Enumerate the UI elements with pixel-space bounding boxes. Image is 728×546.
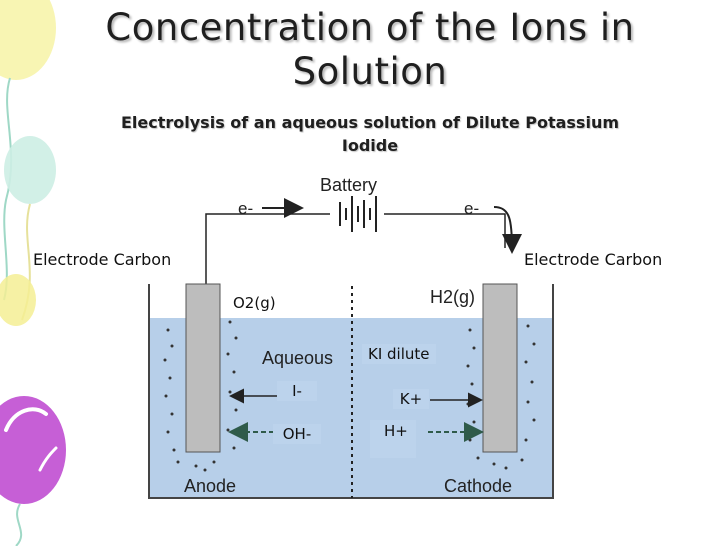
potassium-ion-label: K+ xyxy=(393,389,429,409)
anode-label: Anode xyxy=(184,476,236,496)
circuit-wire-left xyxy=(205,213,330,288)
electron-label-right: e- xyxy=(464,199,479,218)
iodide-ion-label: I- xyxy=(277,381,317,401)
yellow-balloon-icon xyxy=(0,0,56,301)
small-yellow-balloon-icon xyxy=(0,274,36,326)
battery-label: Battery xyxy=(320,175,377,195)
aqueous-label: Aqueous xyxy=(262,348,333,368)
hydrogen-gas-label: H2(g) xyxy=(430,287,475,307)
electron-label-left: e- xyxy=(238,199,253,218)
battery-icon xyxy=(339,196,377,232)
slide-subtitle: Electrolysis of an aqueous solution of D… xyxy=(120,113,619,155)
hydroxide-ion-label: OH- xyxy=(273,424,321,444)
anode-electrode xyxy=(185,283,221,453)
right-electrode-label: Electrode Carbon xyxy=(522,250,665,269)
solution-label: KI dilute xyxy=(362,344,436,364)
purple-balloon-icon xyxy=(0,396,66,546)
slide-title: Concentration of the Ions in Solution xyxy=(105,6,635,93)
left-electrode-label: Electrode Carbon xyxy=(31,250,174,269)
cathode-label: Cathode xyxy=(444,476,512,496)
hydrogen-ion-label: H+ xyxy=(370,420,416,458)
oxygen-gas-label: O2(g) xyxy=(231,294,278,312)
circuit-wire-right xyxy=(384,213,506,248)
electron-arrow-right xyxy=(493,206,522,254)
cathode-electrode xyxy=(482,283,518,453)
